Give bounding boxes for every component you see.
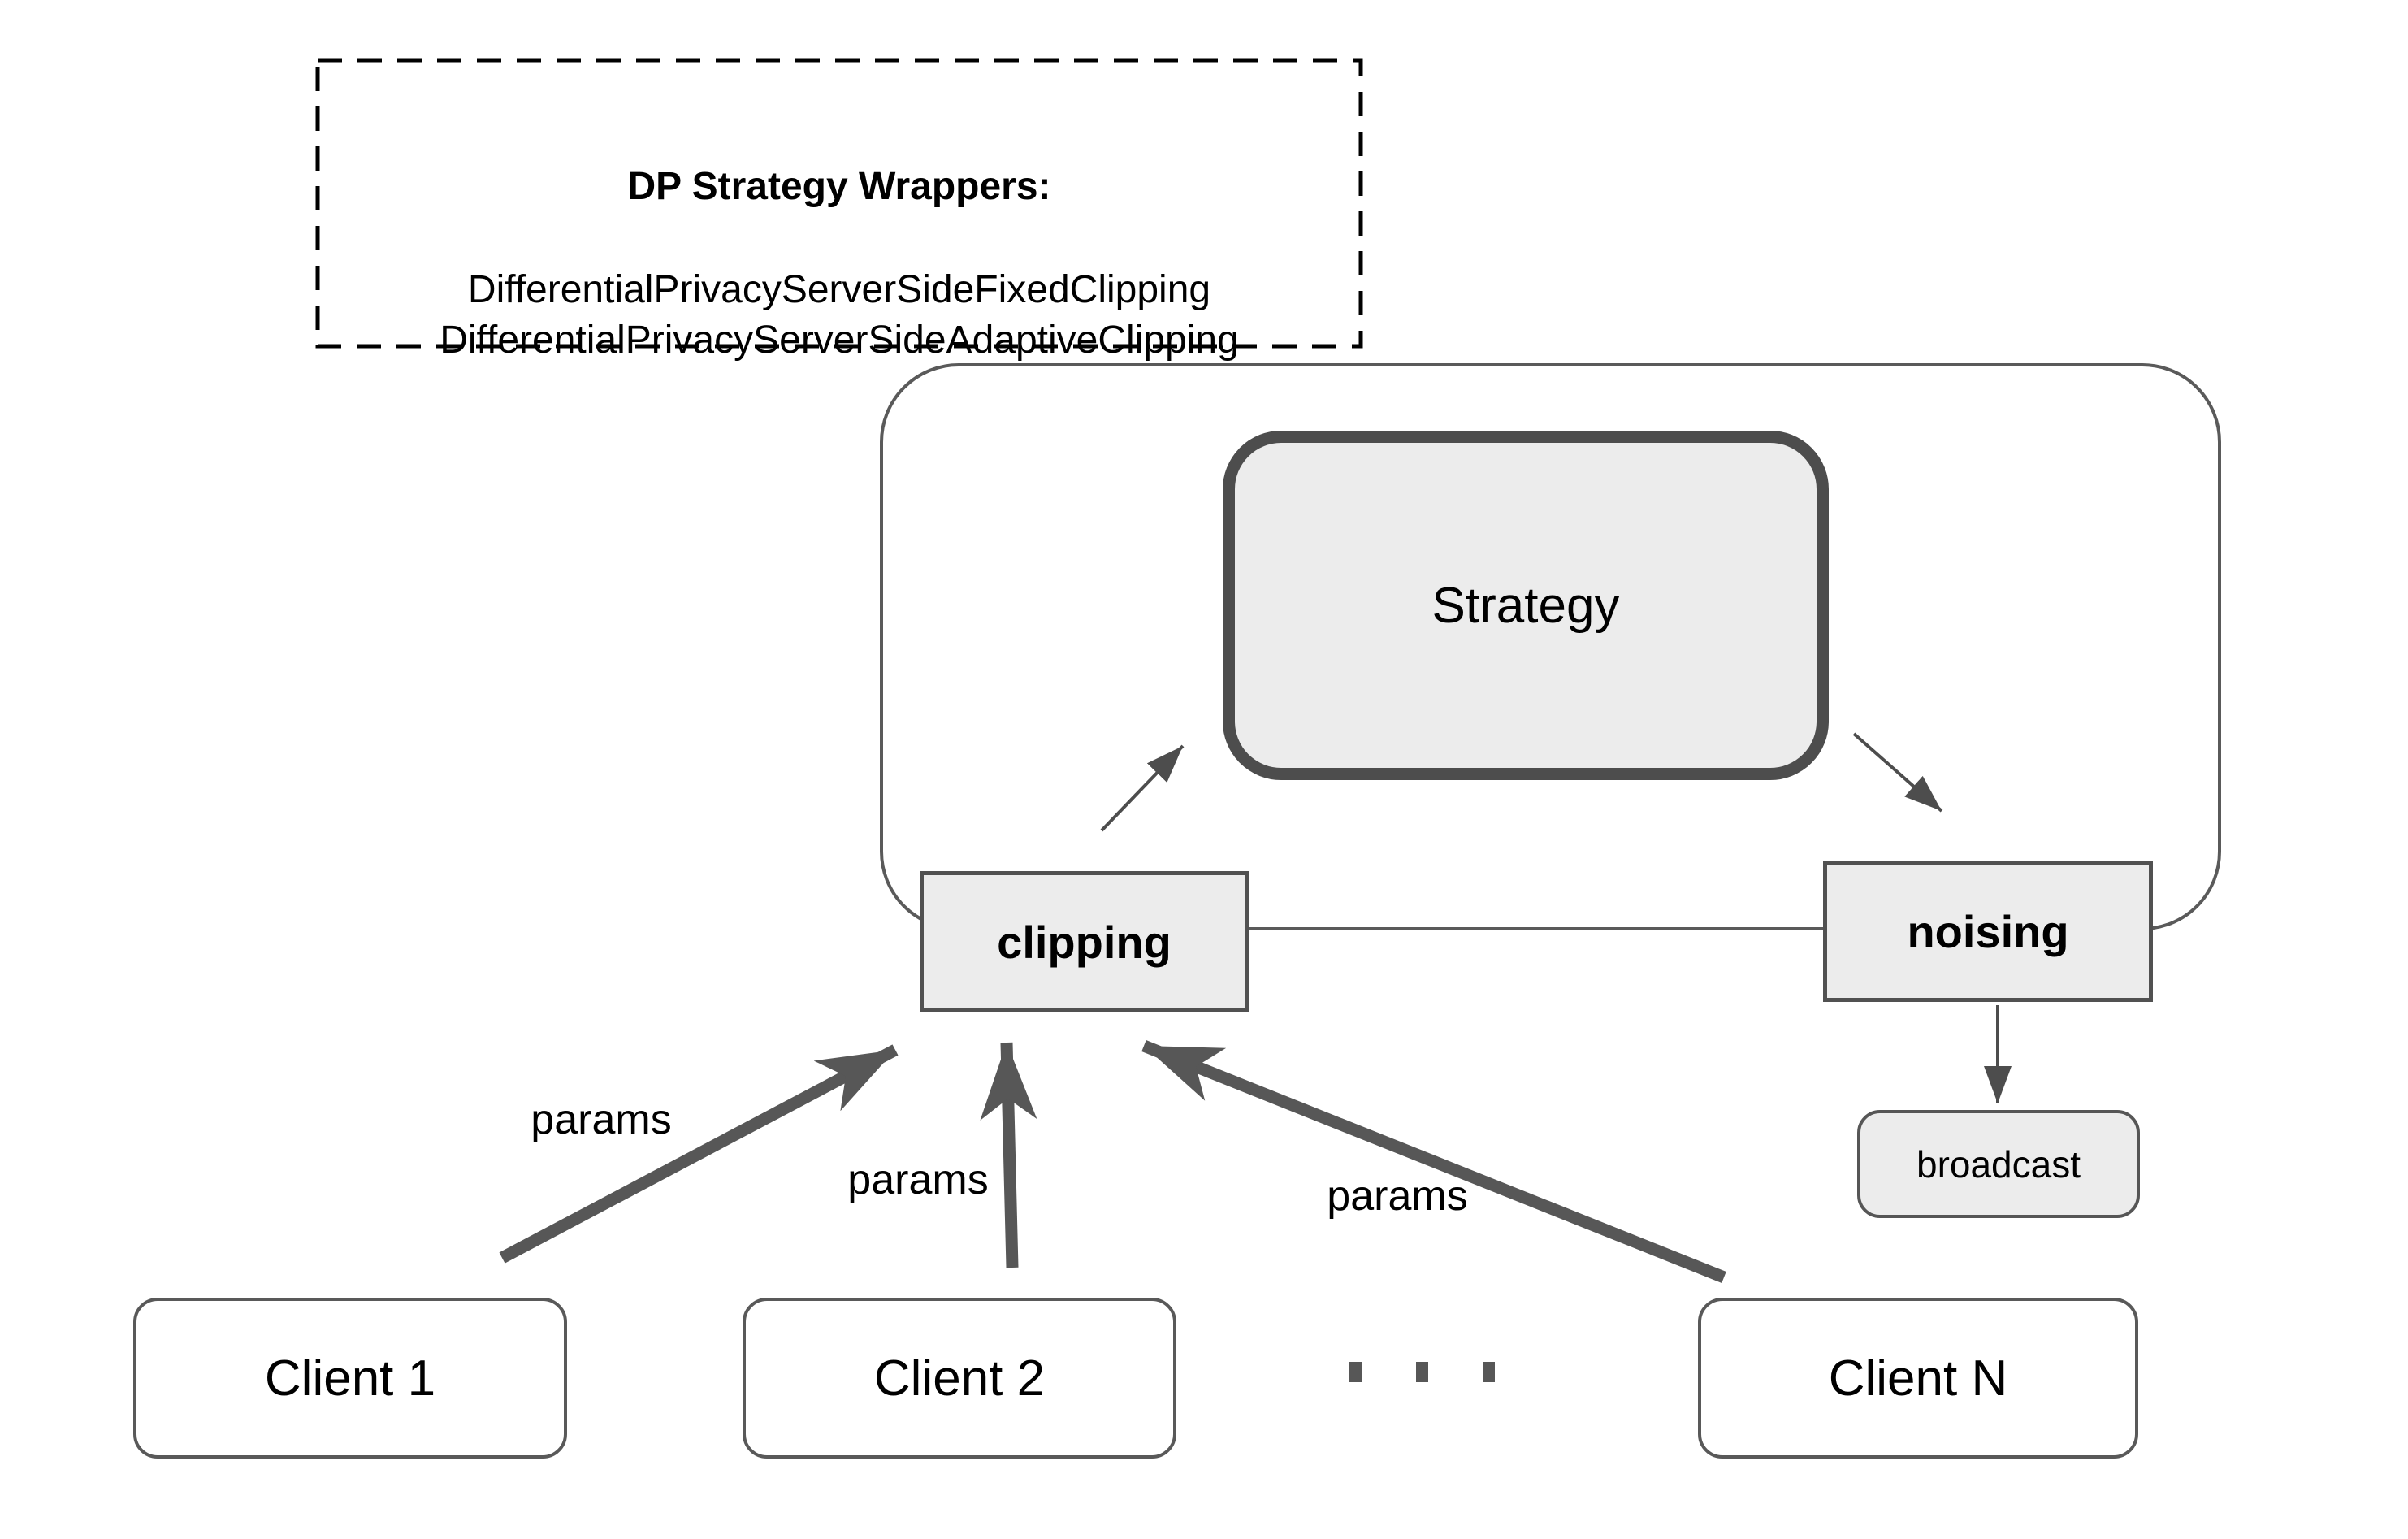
arrow-strategy-to-noising [1852,732,1943,813]
dp-wrapper-class-adaptive-clipping: DifferentialPrivacyServerSideAdaptiveCli… [440,319,1239,362]
dp-wrapper-class-list: DifferentialPrivacyServerSideFixedClippi… [318,265,1361,366]
client-n-label: Client N [1828,1350,2008,1407]
clipping-label: clipping [997,916,1172,968]
broadcast-label: broadcast [1916,1142,2081,1186]
params-label-1: params [531,1096,672,1143]
noising-label: noising [1907,906,2069,957]
dp-wrapper-note: DP Strategy Wrappers: DifferentialPrivac… [318,60,1361,362]
clipping-box: clipping [920,871,1249,1012]
dp-wrapper-note-title: DP Strategy Wrappers: [627,165,1051,208]
client-n-box: Client N [1698,1298,2138,1459]
client-2-label: Client 2 [873,1350,1046,1407]
ellipsis-dots-icon [1349,1362,1495,1382]
server-boundary [880,363,2221,930]
params-arrow-client1-to-clipping [499,1044,899,1264]
params-arrow-clientN-to-clipping [1141,1040,1726,1283]
broadcast-box: broadcast [1857,1110,2140,1218]
params-arrow-client2-to-clipping [980,1042,1037,1268]
arrow-clipping-to-strategy [1100,744,1185,832]
dp-wrapper-note-border [315,58,1363,349]
client-1-box: Client 1 [133,1298,567,1459]
strategy-box: Strategy [1223,431,1829,780]
params-label-3: params [1327,1173,1468,1220]
client-1-label: Client 1 [264,1350,436,1407]
params-label-2: params [847,1156,989,1203]
client-2-box: Client 2 [743,1298,1176,1459]
dp-wrapper-class-fixed-clipping: DifferentialPrivacyServerSideFixedClippi… [467,268,1211,311]
strategy-label: Strategy [1431,577,1620,634]
noising-box: noising [1823,861,2153,1002]
